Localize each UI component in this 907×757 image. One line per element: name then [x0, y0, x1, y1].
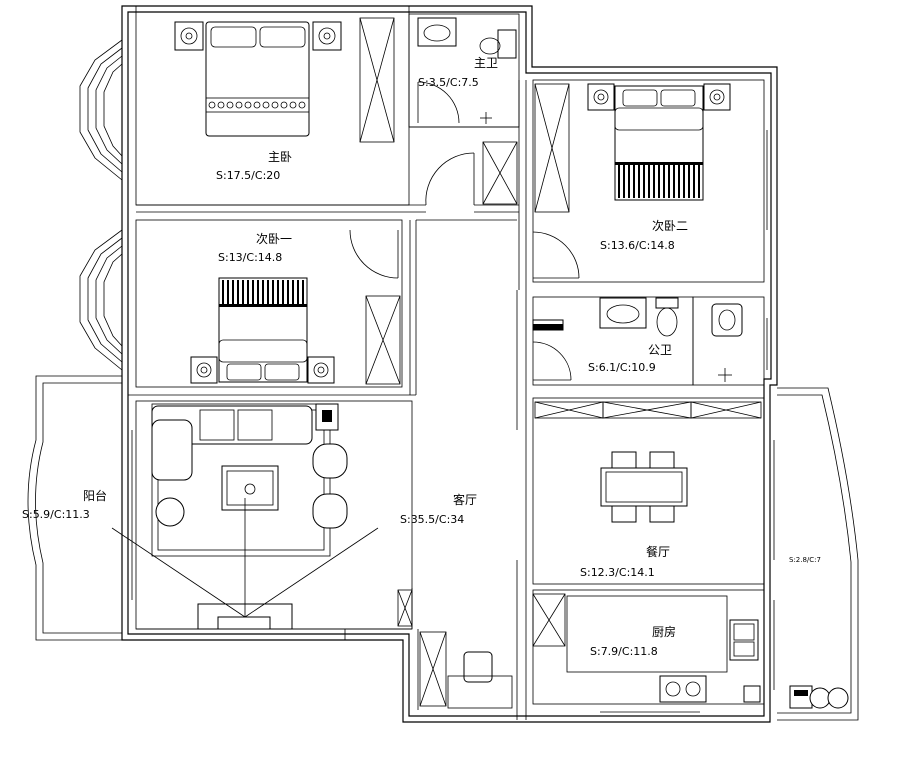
master-bath-name: 主卫 [474, 56, 498, 70]
dining-room-name: 餐厅 [646, 544, 670, 559]
master-bedroom-name: 主卧 [268, 150, 292, 164]
bedroom-two-stripes [615, 162, 703, 198]
kitchen-name: 厨房 [652, 624, 676, 639]
public-bath-name: 公卫 [648, 343, 672, 357]
bedroom-two-name: 次卧二 [652, 219, 688, 233]
wardrobes [359, 17, 762, 707]
balcony-name: 阳台 [83, 488, 107, 503]
master-bed [174, 21, 342, 137]
public-bath-area: S:6.1/C:10.9 [588, 361, 656, 374]
living-room-name: 客厅 [453, 492, 477, 507]
master-bedroom-area: S:17.5/C:20 [216, 169, 280, 182]
bedroom-one-name: 次卧一 [256, 232, 292, 246]
master-bed-dots [208, 101, 306, 109]
living-room-area: S:35.5/C:34 [400, 513, 464, 526]
room-labels: 主卧 S:17.5/C:20 主卫 S:3.5/C:7.5 次卧二 S:13.6… [22, 56, 821, 658]
bedroom-two-area: S:13.6/C:14.8 [600, 239, 675, 252]
master-bath-area: S:3.5/C:7.5 [418, 76, 479, 89]
dining-table [600, 451, 688, 523]
kitchen-fixtures [566, 595, 761, 703]
bedroom-one-bed [190, 277, 335, 384]
doors [349, 81, 580, 381]
bedroom-one-stripes [219, 280, 307, 307]
bay-window-bedroom-one [79, 229, 123, 371]
interior-walls [128, 5, 765, 720]
kitchen-area: S:7.9/C:11.8 [590, 645, 658, 658]
side-balcony-area: S:2.8/C:7 [789, 556, 821, 564]
bay-window-master [79, 39, 123, 181]
bedroom-one-area: S:13/C:14.8 [218, 251, 282, 264]
dining-room-area: S:12.3/C:14.1 [580, 566, 655, 579]
balcony-outline [27, 375, 133, 641]
side-balcony-fixtures [789, 685, 849, 709]
master-bath-fixtures [417, 17, 517, 124]
balcony-area: S:5.9/C:11.3 [22, 508, 90, 521]
side-balcony-outline [769, 387, 859, 721]
bedroom-two-bed [587, 83, 731, 201]
public-bath-fixtures [532, 297, 743, 382]
windows-right [600, 130, 772, 717]
living-room-furniture [111, 403, 513, 709]
